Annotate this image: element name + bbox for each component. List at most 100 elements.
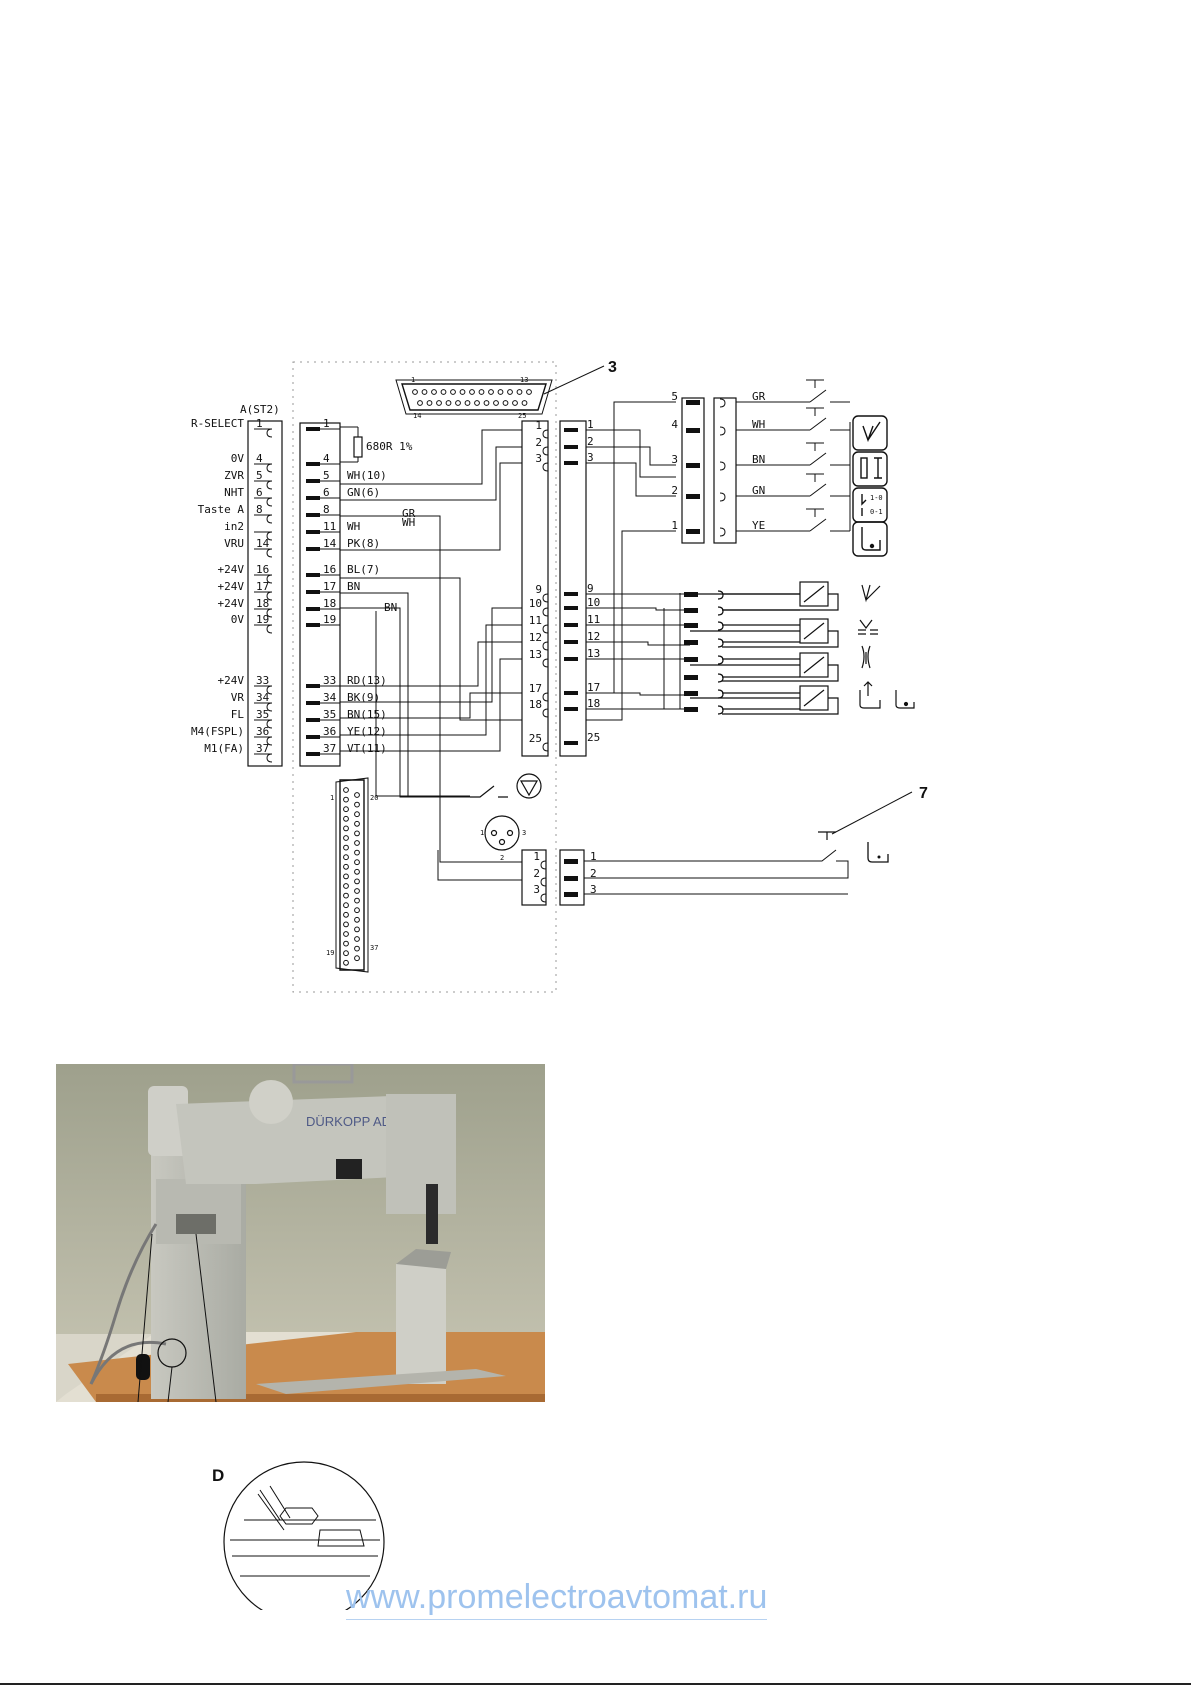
pin-number: 8 [323, 503, 330, 516]
pin-number: 16 [256, 563, 269, 576]
signal-label: M4(FSPL) [191, 725, 244, 738]
pin-number: 1 [323, 417, 330, 430]
board-outline [292, 361, 557, 993]
wiper-icon [861, 645, 871, 669]
detail-view [223, 1461, 385, 1610]
pin-number: 25 [529, 732, 542, 745]
wire-color: GN(6) [347, 486, 380, 499]
pin-number: 12 [529, 631, 542, 644]
signal-label: 0V [231, 452, 245, 465]
svg-text:1-0: 1-0 [870, 494, 883, 502]
pin-number: 1 [533, 850, 540, 863]
pin-number: 16 [323, 563, 336, 576]
svg-text:1: 1 [411, 376, 415, 384]
signal-label: 0V [231, 613, 245, 626]
wire-color: BN(15) [347, 708, 387, 721]
wire-color: YE(12) [347, 725, 387, 738]
foot-lift-symbol-icon [867, 842, 889, 863]
svg-text:13: 13 [520, 376, 528, 384]
pin-number: 17 [529, 682, 542, 695]
pin-number: 2 [533, 867, 540, 880]
signal-label: R-SELECT [191, 417, 244, 430]
svg-text:680R 1%: 680R 1% [366, 440, 413, 453]
pin-number: 19 [256, 613, 269, 626]
pin-number: 2 [535, 436, 542, 449]
svg-text:GR: GR [402, 507, 416, 520]
signal-label: +24V [218, 580, 245, 593]
foot-lift-output-icon [859, 681, 881, 709]
pin-number: 34 [323, 691, 337, 704]
pin-number: 19 [323, 613, 336, 626]
signal-label: M1(FA) [204, 742, 244, 755]
signal-label: in2 [224, 520, 244, 533]
svg-text:WH: WH [402, 516, 415, 529]
pin-number: 13 [587, 647, 600, 660]
lower-terminal-block: 1 1 2 2 3 3 [521, 831, 849, 906]
round-plug [484, 815, 520, 851]
pin-number: 37 [323, 742, 336, 755]
foot-down-icon [895, 690, 915, 709]
wire-color: GR [752, 390, 766, 403]
pin-number: 5 [256, 469, 263, 482]
stitch-length-symbol-icon [852, 451, 888, 487]
switch-symbols [852, 415, 888, 557]
signal-label: Taste A [198, 503, 245, 516]
pedal-switch [470, 773, 542, 799]
svg-text:25: 25 [518, 412, 526, 420]
wire-color: WH(10) [347, 469, 387, 482]
wire-color: BN [347, 580, 360, 593]
thread-tension-icon [858, 619, 878, 635]
pin-number: 18 [323, 597, 336, 610]
svg-text:2: 2 [500, 854, 504, 862]
pin-number: 14 [323, 537, 337, 550]
pin-number: 33 [256, 674, 269, 687]
pin-number: 9 [587, 582, 594, 595]
solenoid-outputs [684, 581, 915, 715]
svg-text:1: 1 [480, 829, 484, 837]
pin-number: 17 [256, 580, 269, 593]
pin-number: 3 [533, 883, 540, 896]
watermark-link[interactable]: www.promelectroavtomat.ru [346, 1578, 768, 1620]
pin-number: 33 [323, 674, 336, 687]
pin-number: 36 [256, 725, 269, 738]
pin-number: 1 [671, 519, 678, 532]
wire-color: GN [752, 484, 765, 497]
pin-number: 3 [671, 453, 678, 466]
svg-text:3: 3 [522, 829, 526, 837]
foot-lift-symbol-icon [852, 521, 888, 557]
pin-number: 1 [535, 419, 542, 432]
trimmer-output-icon [861, 584, 881, 603]
pin-number: 2 [587, 435, 594, 448]
pin-number: 5 [671, 390, 678, 403]
pin-number: 1 [590, 850, 597, 863]
signal-label: VR [231, 691, 245, 704]
wire-color: PK(8) [347, 537, 380, 550]
pin-number: 10 [529, 597, 542, 610]
pin-number: 1 [256, 417, 263, 430]
pin-number: 4 [323, 452, 330, 465]
wire-color: RD(13) [347, 674, 387, 687]
pin-number: 2 [590, 867, 597, 880]
wire-color: BK(9) [347, 691, 380, 704]
wire-color: BN [752, 453, 765, 466]
pin-number: 13 [529, 648, 542, 661]
wire-color: YE [752, 519, 765, 532]
pin-number: 5 [323, 469, 330, 482]
sub-d25-connector: 1 13 14 25 [395, 376, 553, 420]
pin-number: 1 [587, 418, 594, 431]
pin-number: 9 [535, 583, 542, 596]
pin-number: 10 [587, 596, 600, 609]
pin-number: 11 [529, 614, 542, 627]
signal-label: VRU [224, 537, 244, 550]
pin-number: 18 [529, 698, 542, 711]
pin-number: 11 [323, 520, 336, 533]
wire-color: WH [752, 418, 765, 431]
pin-number: 35 [256, 708, 269, 721]
signal-label: FL [231, 708, 245, 721]
pin-number: 3 [535, 452, 542, 465]
